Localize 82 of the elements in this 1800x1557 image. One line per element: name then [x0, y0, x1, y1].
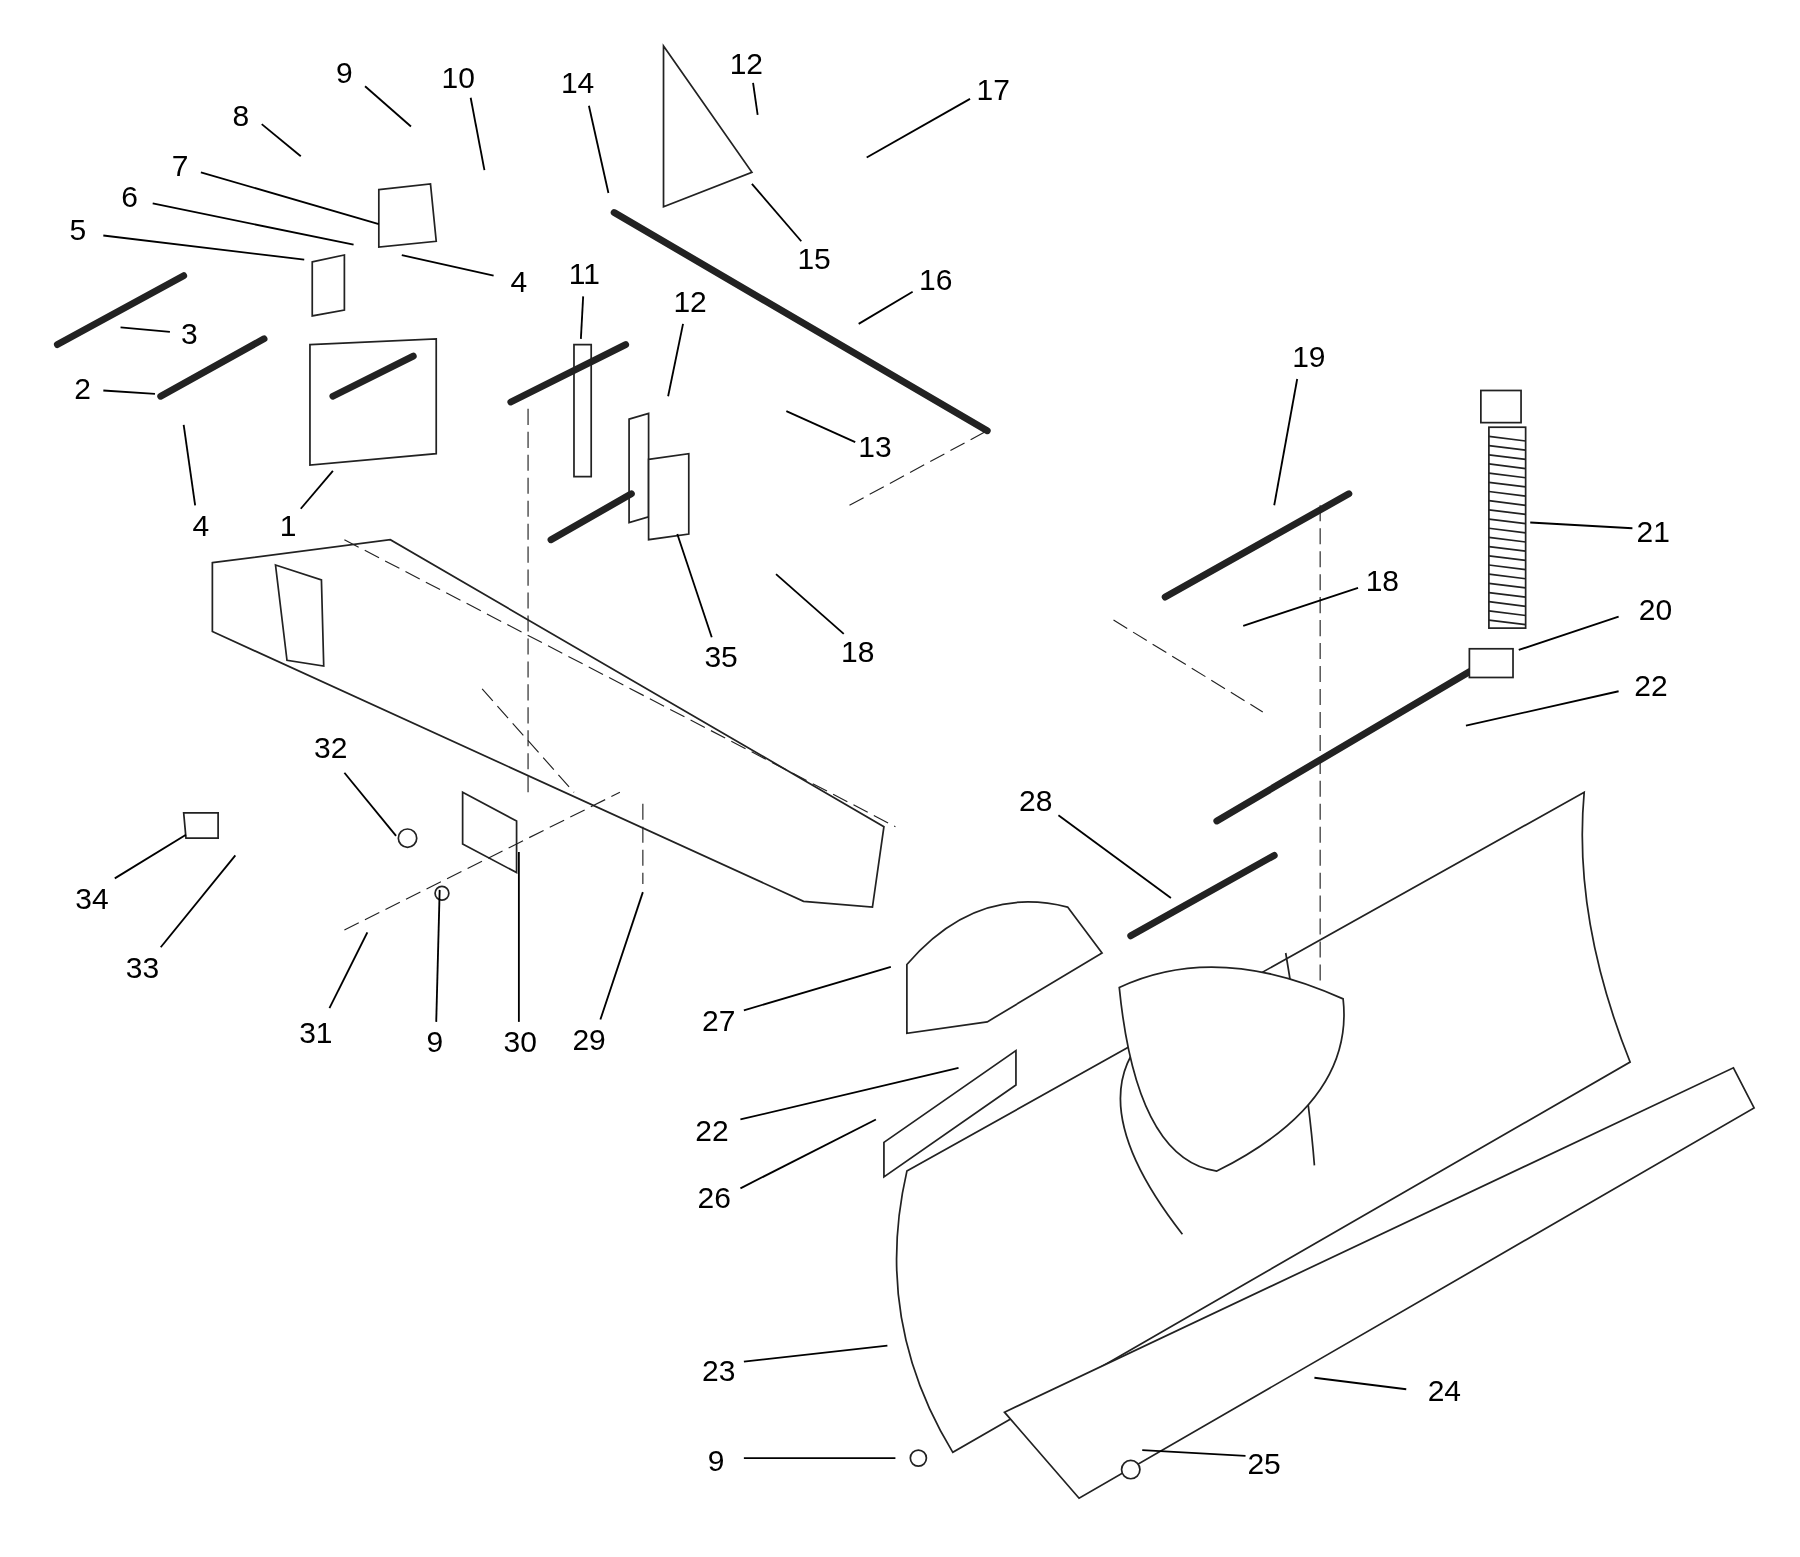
leader-line [588, 104, 610, 194]
callout-number: 28 [1018, 786, 1053, 817]
callout-number: 18 [1365, 565, 1399, 596]
leader-line [328, 931, 369, 1009]
leader-line [260, 123, 302, 158]
leader-line [151, 202, 355, 246]
callout-number: 24 [1427, 1376, 1461, 1407]
callout-number: 5 [69, 214, 87, 245]
leader-line [751, 182, 803, 243]
leader-line [119, 326, 171, 333]
leader-line [742, 965, 892, 1012]
leader-line [1313, 1376, 1408, 1391]
callout-number: 30 [503, 1027, 537, 1058]
callout-number: 32 [314, 733, 348, 764]
leader-line [1529, 521, 1634, 530]
callout-number: 31 [299, 1018, 333, 1049]
callout-number: 19 [1292, 342, 1326, 372]
leader-line [739, 1066, 960, 1121]
callout-number: 17 [976, 74, 1010, 105]
leader-line [739, 1118, 877, 1190]
callout-number: 10 [441, 63, 475, 94]
callout-number: 3 [180, 319, 198, 350]
leader-line [182, 424, 197, 507]
leader-line [1273, 378, 1299, 507]
callout-number: 9 [426, 1027, 444, 1058]
callout-number: 13 [858, 431, 892, 462]
callout-number: 29 [572, 1025, 606, 1056]
callout-number: 9 [335, 58, 353, 89]
callout-number: 9 [707, 1446, 725, 1477]
callout-number: 7 [171, 151, 189, 182]
leader-line [364, 85, 412, 128]
callout-number: 12 [673, 286, 707, 317]
leader-line [517, 851, 520, 1023]
leader-line [742, 1457, 897, 1459]
callout-number: 15 [797, 244, 831, 275]
leader-line [102, 389, 156, 395]
leader-line [579, 295, 585, 340]
leader-line [775, 573, 845, 635]
callout-number: 12 [729, 49, 764, 80]
leader-line [1242, 587, 1359, 627]
leader-line [102, 234, 306, 261]
leader-line [400, 254, 495, 277]
callout-number: 1 [279, 510, 297, 541]
callout-number: 25 [1247, 1448, 1281, 1479]
leader-line [742, 1344, 889, 1363]
leader-line [1517, 615, 1620, 651]
leader-line [667, 323, 684, 398]
leader-line [1465, 690, 1620, 727]
callout-number: 35 [704, 641, 738, 672]
leader-line [785, 410, 857, 444]
callout-number: 21 [1636, 516, 1670, 547]
leader-line [1141, 1449, 1247, 1457]
leader-line [599, 891, 644, 1021]
leader-line [676, 533, 713, 639]
callout-number: 11 [568, 259, 600, 290]
leader-line [865, 98, 971, 159]
callout-number: 6 [121, 182, 138, 213]
callout-number: 8 [232, 100, 250, 131]
leader-line [299, 469, 334, 510]
callout-number: 16 [919, 265, 953, 296]
callout-number: 27 [702, 1005, 736, 1036]
callout-number: 14 [560, 67, 595, 98]
leader-line [343, 771, 397, 837]
leader-line [113, 833, 187, 880]
callout-number: 34 [75, 883, 109, 914]
callout-number: 26 [697, 1183, 731, 1214]
leader-line [752, 81, 759, 116]
leader-line [435, 888, 441, 1023]
leader-line [199, 171, 380, 225]
callout-number: 33 [125, 952, 160, 983]
leader-line [159, 854, 237, 949]
callout-number: 4 [192, 510, 210, 541]
callout-number: 22 [1634, 671, 1668, 702]
leader-line [857, 290, 914, 325]
callout-number: 23 [702, 1355, 736, 1386]
leader-line [469, 96, 486, 171]
leader-line [1057, 814, 1172, 899]
callout-number: 4 [510, 267, 528, 298]
callout-number: 22 [695, 1115, 729, 1146]
callout-number: 20 [1638, 594, 1673, 625]
callout-number: 18 [841, 637, 875, 668]
callout-number: 2 [74, 374, 91, 405]
